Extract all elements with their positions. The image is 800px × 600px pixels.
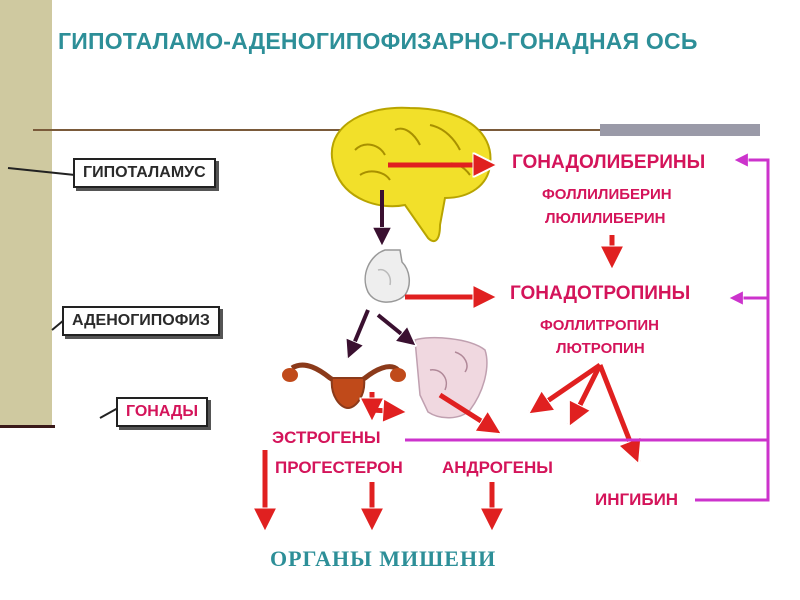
sidebar-decoration [0, 0, 52, 425]
pituitary-icon [364, 249, 410, 303]
feedback-inhibin-line [695, 160, 770, 502]
target-organs-label: ОРГАНЫ МИШЕНИ [270, 546, 497, 571]
gonadoliberins-label: ГОНАДОЛИБЕРИНЫ [512, 152, 706, 173]
gonads-box: ГОНАДЫ [116, 397, 209, 427]
adenohypophysis-box: АДЕНОГИПОФИЗ [62, 306, 220, 336]
estrogens-label: ЭСТРОГЕНЫ [272, 428, 381, 447]
luliberin-label: ЛЮЛИЛИБЕРИН [545, 210, 666, 227]
progesterone-label: ПРОГЕСТЕРОН [275, 458, 403, 477]
page-title: ГИПОТАЛАМО-АДЕНОГИПОФИЗАРНО-ГОНАДНАЯ ОСЬ [58, 28, 698, 54]
arrow-tropins-to-gonads-a [530, 362, 602, 413]
lutropin-label: ЛЮТРОПИН [556, 340, 645, 357]
folliliberin-label: ФОЛЛИЛИБЕРИН [542, 186, 672, 203]
arrow-tropins-to-inhibin [597, 364, 638, 462]
arrow-pituitary-to-ovaries [348, 309, 370, 358]
arrow-ovary-right [371, 410, 405, 412]
hypothalamus-pointer [7, 167, 76, 176]
sidebar-rule [0, 425, 55, 428]
arrow-pituitary-to-testes [376, 313, 415, 345]
male-pelvis-icon [414, 336, 488, 419]
gonadotropins-label: ГОНАДОТРОПИНЫ [510, 283, 691, 304]
follitropin-label: ФОЛЛИТРОПИН [540, 317, 659, 334]
brain-icon [330, 106, 492, 243]
title-divider [33, 129, 600, 131]
androgens-label: АНДРОГЕНЫ [442, 458, 553, 477]
uterus-icon [282, 362, 406, 410]
gonads-pointer [99, 407, 119, 419]
divider-block [600, 124, 760, 136]
hypothalamus-box: ГИПОТАЛАМУС [73, 158, 216, 188]
inhibin-label: ИНГИБИН [595, 490, 679, 509]
arrow-testes-to-androgens [438, 392, 500, 433]
arrow-tropins-to-gonads-b [567, 363, 603, 425]
